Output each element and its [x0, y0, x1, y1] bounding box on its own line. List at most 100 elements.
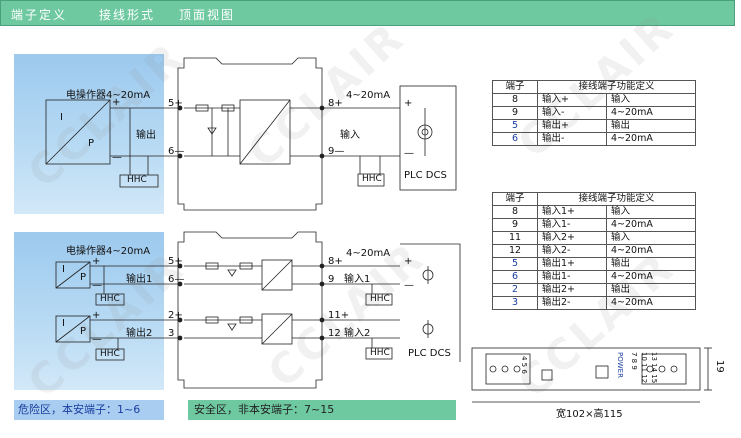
dual-t3-label: 3	[168, 328, 175, 339]
dual-range-label: 4~20mA	[346, 248, 391, 259]
single-t8-label: 8+	[328, 98, 343, 109]
dual-t2-label: 2+	[168, 310, 183, 321]
table1-row2-f: 4~20mA	[606, 106, 696, 120]
single-plus-label: +	[112, 97, 121, 108]
dual-hhc-c-label: HHC	[370, 294, 390, 304]
dual-i1-label: I	[62, 264, 65, 275]
table1-row2-s: 输入-	[537, 106, 607, 120]
single-hhc-box-left	[119, 174, 159, 188]
single-resistor-1	[195, 104, 209, 112]
terminal-table-dual: 端子 接线端子功能定义 8 输入1+ 输入 9 输入1- 4~20mA 11 输…	[492, 192, 696, 310]
dual-hhc-d-label: HHC	[370, 348, 390, 358]
table1-row1-f: 输入	[606, 93, 696, 107]
topview-screw-4	[646, 365, 654, 373]
terminal-table-single: 端子 接线端子功能定义 8 输入+ 输入 9 输入- 4~20mA 5 输出+ …	[492, 80, 696, 146]
table2-row2-s: 输入1-	[537, 218, 607, 232]
table2-row5-n: 5	[492, 257, 538, 271]
dim-size-label: 宽102×高115	[556, 409, 623, 420]
dual-minus2-label: —	[92, 334, 102, 345]
header-bar: 端子定义 接线形式 顶面视图	[0, 0, 735, 26]
dual-in1-label: 输入1	[344, 274, 371, 285]
table2-row5-s: 输出1+	[537, 257, 607, 271]
table1-header-function: 接线端子功能定义	[537, 80, 696, 94]
single-minus-label: —	[112, 152, 122, 163]
table2-row6-n: 6	[492, 270, 538, 284]
topview-screw-3	[513, 365, 521, 373]
table1-row3-f: 输出	[606, 119, 696, 133]
table2-row7-n: 2	[492, 283, 538, 297]
single-source-box	[45, 99, 111, 165]
topview-label-square	[541, 369, 553, 381]
dual-ch2-isolator-diagonal	[261, 313, 293, 345]
table1-row3-n: 5	[492, 119, 538, 133]
dual-ch2-resistor-2	[239, 316, 253, 324]
single-plc-meter-inner	[421, 128, 429, 136]
topview-mid-numbers: 10 11 12	[640, 352, 648, 384]
table2-row8-f: 4~20mA	[606, 296, 696, 310]
dual-plc-meter-1	[422, 269, 434, 281]
topview-power-label: POWER	[616, 352, 624, 378]
topview-left-terminals	[485, 353, 531, 385]
hazard-zone-bottom	[14, 232, 164, 390]
header-top-view: 顶面视图	[179, 8, 236, 22]
dual-hhc-box-c	[365, 293, 393, 306]
table1-row4-n: 6	[492, 132, 538, 146]
dual-source-diagonal-1	[55, 261, 91, 289]
dual-source-box-1	[55, 261, 91, 289]
table2-header-function: 接线端子功能定义	[537, 192, 696, 206]
table2-row6-s: 输出1-	[537, 270, 607, 284]
dual-plc-label: PLC DCS	[408, 348, 451, 359]
single-t6-label: 6—	[168, 146, 185, 157]
dual-in2-label: 输入2	[344, 328, 371, 339]
dual-source-diagonal-2	[55, 315, 91, 343]
single-plc-label: PLC DCS	[404, 170, 447, 181]
single-i-label: I	[60, 112, 63, 123]
dual-plc-plus: +	[404, 256, 413, 267]
single-range-label: 4~20mA	[346, 90, 391, 101]
single-input-label: 输入	[340, 130, 360, 141]
dual-module-housing	[177, 231, 323, 389]
dual-hhc-a-label: HHC	[100, 294, 120, 304]
table2-row8-s: 输出2-	[537, 296, 607, 310]
dual-t8-label: 8+	[328, 256, 343, 267]
dual-t11-label: 11+	[328, 310, 350, 321]
single-plc-box	[399, 85, 457, 191]
table2-row1-n: 8	[492, 205, 538, 219]
single-p-label: P	[88, 138, 95, 149]
table1-row2-n: 9	[492, 106, 538, 120]
dual-t9-label: 9	[328, 274, 335, 285]
table2-row1-f: 输入	[606, 205, 696, 219]
topview-screw-2	[501, 365, 509, 373]
single-source-diagonal	[45, 99, 111, 165]
single-t5-label: 5+	[168, 98, 183, 109]
dual-ch1-isolator-diagonal	[261, 259, 293, 291]
table1-row4-f: 4~20mA	[606, 132, 696, 146]
dual-ch1-resistor-2	[239, 262, 253, 270]
single-module-housing	[177, 57, 323, 211]
topview-right-numbers-2: 13 14 15	[650, 352, 658, 384]
dual-terminal-2	[177, 317, 183, 323]
dual-hhc-b-label: HHC	[100, 349, 120, 359]
dual-ch1-resistor-1	[205, 262, 219, 270]
table2-row2-f: 4~20mA	[606, 218, 696, 232]
single-plc-minus: —	[404, 148, 414, 159]
table2-row8-n: 3	[492, 296, 538, 310]
table2-row1-s: 输入1+	[537, 205, 607, 219]
safe-zone-footer: 安全区，非本安端子：7~15	[188, 400, 456, 420]
header-wiring-form: 接线形式	[99, 8, 156, 22]
single-hhc-box-right	[357, 173, 385, 187]
topview-right-numbers: 7 8 9	[630, 352, 638, 370]
single-diode	[207, 127, 217, 135]
dual-t6-label: 6—	[168, 274, 185, 285]
table2-row5-f: 输出	[606, 257, 696, 271]
dual-t5-label: 5+	[168, 256, 183, 267]
dual-ch2-diode	[227, 323, 237, 331]
dual-minus1-label: —	[92, 280, 102, 291]
dual-ch1-diode	[227, 269, 237, 277]
topview-screw-1	[489, 365, 497, 373]
dual-plc-frame	[400, 243, 461, 362]
single-source-label: 电操作器4~20mA	[66, 90, 151, 101]
table1-row3-s: 输出+	[537, 119, 607, 133]
single-output-label: 输出	[136, 130, 156, 141]
